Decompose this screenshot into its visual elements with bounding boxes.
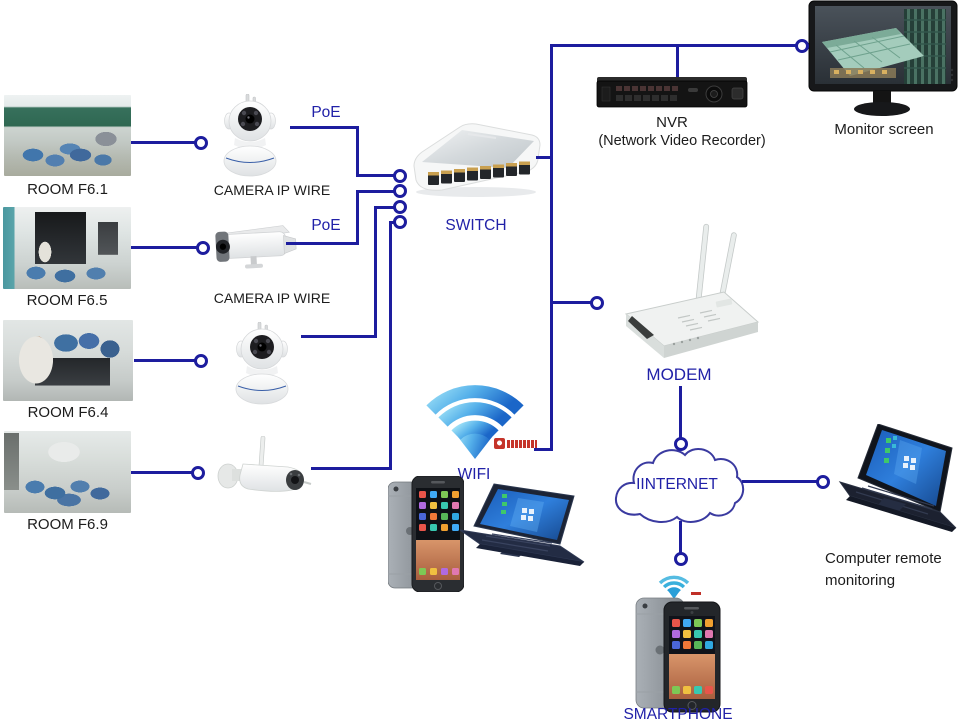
wifi-bullet-camera-icon — [217, 436, 312, 492]
connector — [301, 335, 377, 338]
connector — [679, 386, 682, 439]
remote-computer-label-line2: monitoring — [825, 572, 896, 589]
wifi-label: WIFI — [457, 466, 491, 483]
smartphone-icon — [635, 597, 721, 713]
connector — [131, 246, 199, 249]
connector — [286, 242, 359, 245]
connector — [550, 44, 553, 451]
ptz-camera-icon — [223, 94, 277, 177]
connector — [290, 126, 359, 129]
connector — [389, 221, 395, 224]
connector — [534, 448, 553, 451]
room-f69-photo — [4, 431, 131, 513]
connector — [356, 190, 394, 193]
connector — [356, 190, 359, 245]
connector-node — [191, 466, 205, 480]
nvr-label: NVR — [656, 114, 688, 131]
connector — [134, 359, 196, 362]
connector-node — [393, 215, 407, 229]
wifi-icon — [426, 385, 524, 459]
connector-node — [196, 241, 210, 255]
camera-wire-2-label: CAMERA IP WIRE — [213, 290, 331, 306]
smartphone-label: SMARTPHONE — [623, 706, 733, 723]
ptz-camera-icon — [235, 322, 289, 405]
monitor-icon — [808, 0, 958, 116]
modem-icon — [624, 223, 760, 358]
connector-node — [590, 296, 604, 310]
poe-2-label: PoE — [311, 217, 341, 234]
poe-1-label: PoE — [311, 104, 341, 121]
switch-label: SWITCH — [445, 217, 507, 234]
connector-node — [393, 184, 407, 198]
connector — [374, 206, 377, 338]
room-f65-label: ROOM F6.5 — [26, 292, 108, 309]
connector — [131, 471, 193, 474]
connector — [679, 521, 682, 554]
room-f61-photo — [4, 95, 131, 176]
small-wifi-icon — [658, 575, 701, 599]
room-f69-label: ROOM F6.9 — [27, 516, 108, 533]
connector-node — [674, 437, 688, 451]
monitor-label: Monitor screen — [834, 121, 934, 138]
connector-node — [194, 136, 208, 150]
connector — [356, 174, 394, 177]
connector — [374, 206, 394, 209]
remote-computer-icon — [838, 424, 957, 532]
switch-icon — [413, 123, 541, 197]
room-f65-photo — [3, 207, 131, 289]
connector — [550, 44, 796, 47]
connector — [676, 44, 679, 77]
connector — [311, 467, 392, 470]
connector — [536, 156, 553, 159]
connector — [389, 221, 392, 470]
connector-node — [194, 354, 208, 368]
connector — [553, 301, 591, 304]
connector-node — [393, 200, 407, 214]
room-f61-label: ROOM F6.1 — [27, 181, 108, 198]
connector — [131, 141, 197, 144]
bullet-camera-icon — [215, 225, 297, 269]
connector — [356, 126, 359, 177]
nvr-sublabel: (Network Video Recorder) — [598, 133, 766, 149]
connector-node — [816, 475, 830, 489]
connector-node — [393, 169, 407, 183]
connector — [742, 480, 817, 483]
nvr-icon — [596, 77, 748, 108]
room-f64-label: ROOM F6.4 — [27, 404, 109, 421]
internet-cloud-icon — [614, 448, 745, 523]
camera-wire-1-label: CAMERA IP WIRE — [213, 182, 331, 198]
connector-node — [674, 552, 688, 566]
remote-computer-label-line1: Computer remote — [825, 550, 942, 567]
wifi-smartphone-icon — [388, 476, 464, 592]
watermark-logo — [494, 438, 537, 449]
modem-label: MODEM — [646, 365, 712, 384]
connector-node — [795, 39, 809, 53]
room-f64-photo — [3, 320, 133, 401]
internet-label: IINTERNET — [636, 476, 718, 493]
wifi-laptop-icon — [459, 483, 585, 566]
